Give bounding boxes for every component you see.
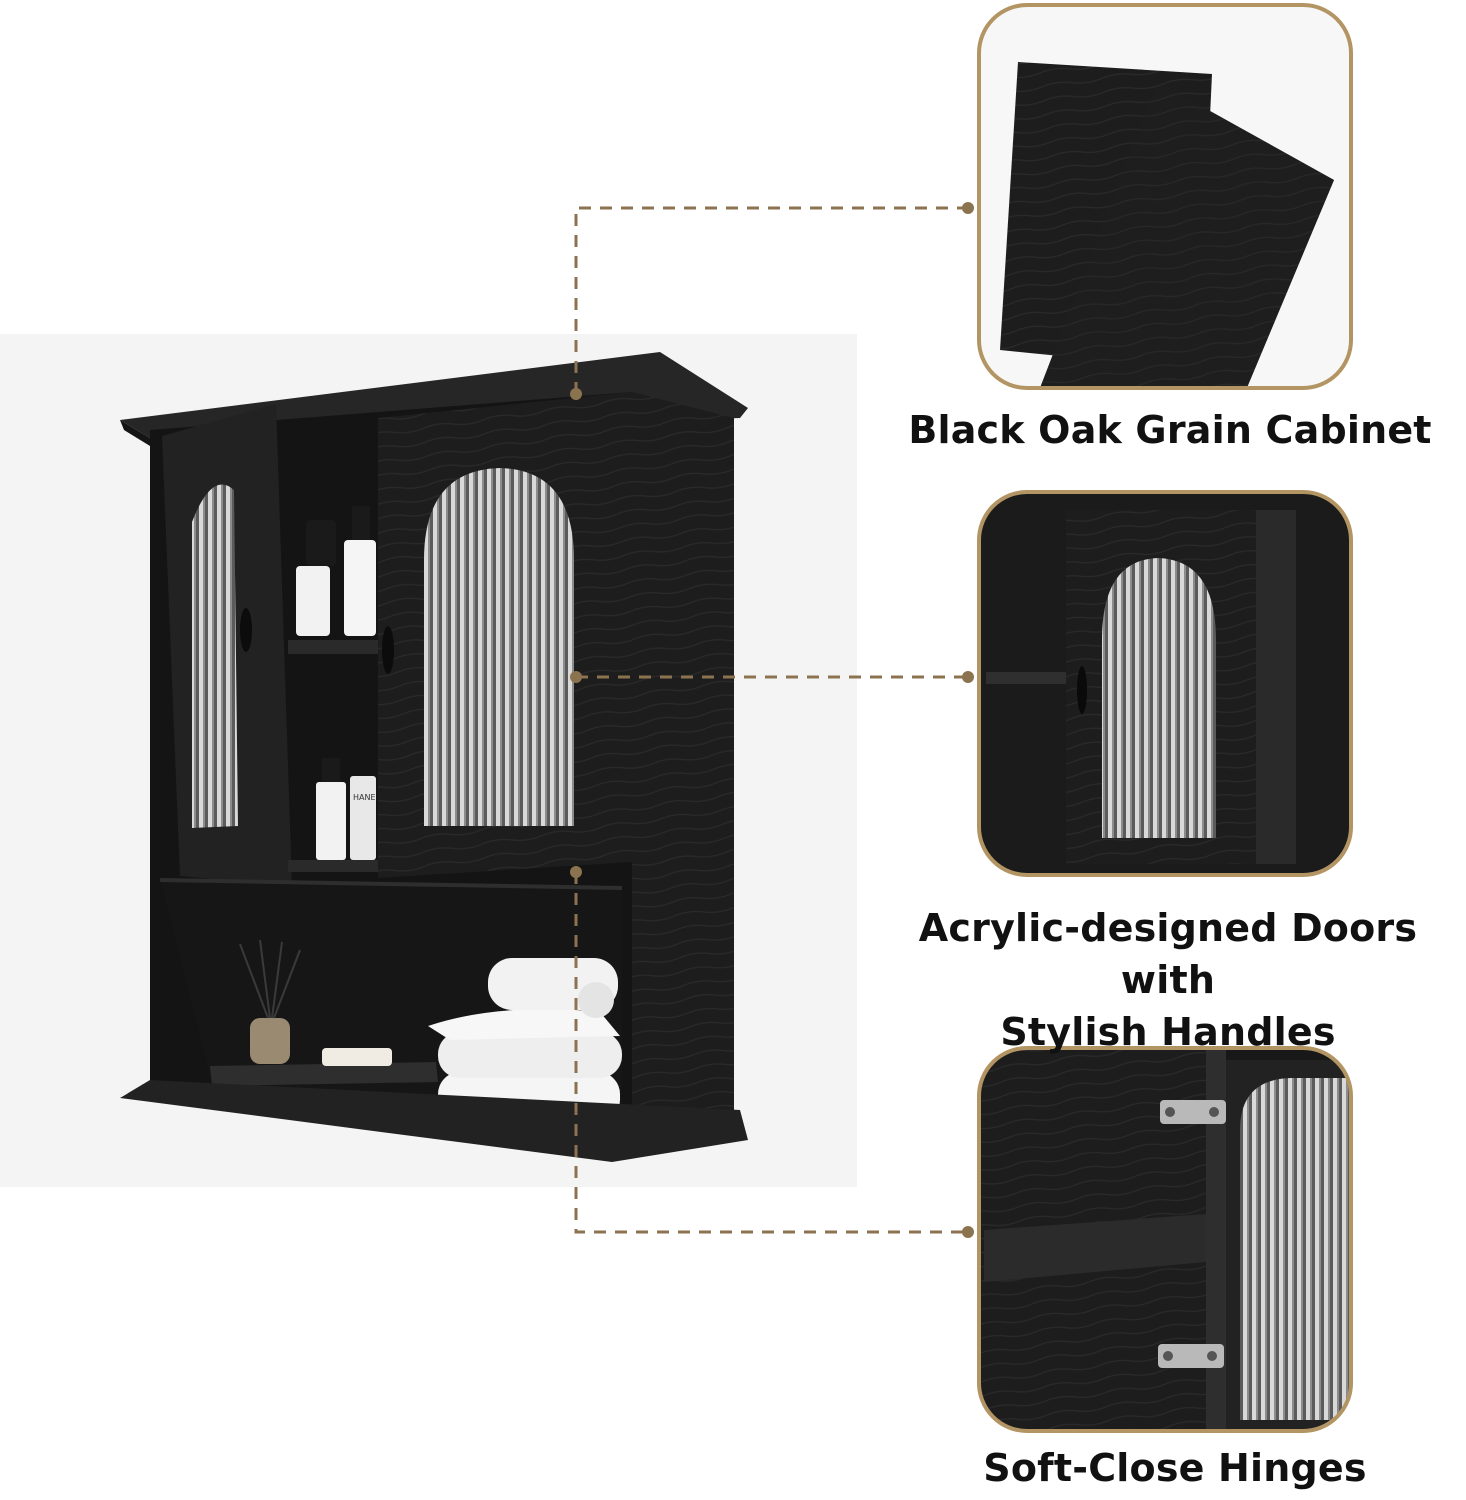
- feature-caption-hinges: Soft-Close Hinges: [983, 1446, 1367, 1490]
- caption-line: Acrylic-designed Doors with: [918, 906, 1418, 1002]
- callout-dots: [570, 202, 974, 1238]
- bottle: [316, 782, 346, 860]
- bottle-brand-label: HANE: [353, 793, 376, 802]
- door-handle-icon: [1077, 666, 1087, 714]
- bottle: [344, 540, 376, 636]
- feature-caption-oak-grain: Black Oak Grain Cabinet: [908, 408, 1432, 452]
- bottle: [296, 566, 330, 636]
- right-door-handle: [382, 626, 394, 674]
- bottle: [350, 776, 376, 860]
- caption-line: Stylish Handles: [1000, 1010, 1336, 1054]
- detail-panel-acrylic-door: [977, 490, 1353, 877]
- detail-panel-hinges: [977, 1046, 1353, 1433]
- callout-lines: [574, 206, 968, 1234]
- detail-panel-oak-grain: [977, 3, 1353, 390]
- feature-caption-acrylic-doors: Acrylic-designed Doors with Stylish Hand…: [870, 902, 1466, 1058]
- cabinet-main-photo: HANE: [120, 352, 748, 1162]
- bottle: [306, 520, 336, 566]
- soap-bar: [322, 1048, 392, 1066]
- hinge-icon: [1158, 1344, 1224, 1368]
- left-door-handle: [240, 608, 252, 652]
- bottle: [322, 758, 340, 782]
- bottle: [352, 506, 370, 540]
- hinge-icon: [1160, 1100, 1226, 1124]
- diffuser: [250, 1018, 290, 1064]
